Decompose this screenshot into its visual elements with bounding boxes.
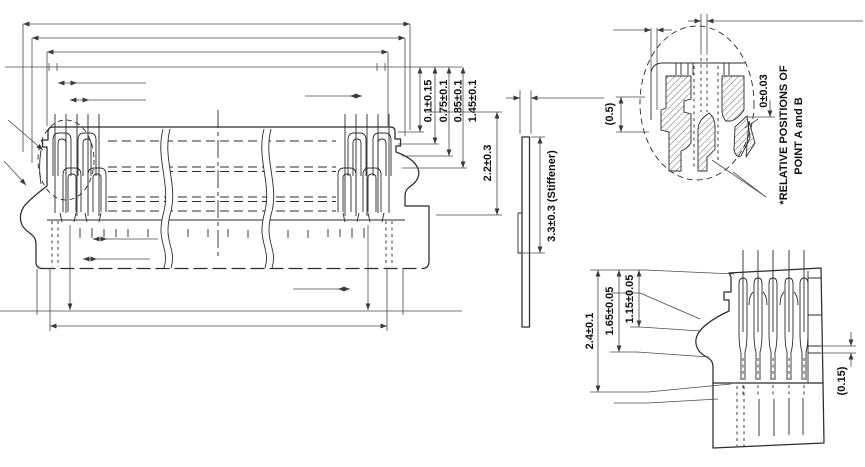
dim-label-stack-3: 0.85±0.1 bbox=[453, 80, 465, 123]
main-cross-section-view: 0.1±0.15 0.75±0.1 0.85±0.1 1.45±0.1 2.2±… bbox=[0, 21, 502, 331]
contact-section-right-upper bbox=[721, 75, 745, 122]
dim-label-zero: 0±0.03 bbox=[758, 74, 770, 108]
magnified-detail-view: (0.5) 0±0.03 *RELATIVE POSITIONS OF POIN… bbox=[604, 14, 863, 205]
dim-label-end-overall: 2.4±0.1 bbox=[584, 313, 596, 350]
main-top-dimensions bbox=[5, 21, 462, 163]
stiffener-side-view: 3.3±0.3 (Stiffener) bbox=[506, 90, 604, 328]
base-interior-left bbox=[51, 221, 117, 267]
contact-group-right bbox=[337, 113, 392, 223]
detail-boundary-ellipse bbox=[639, 25, 755, 181]
base-interior-right bbox=[327, 220, 393, 268]
main-bottom-dimensions bbox=[0, 225, 462, 331]
dim-label-stack-1: 0.1±0.15 bbox=[423, 80, 435, 123]
dim-label-end-gap: (0.15) bbox=[836, 366, 848, 395]
dim-label-end-inner: 1.15±0.05 bbox=[624, 275, 636, 324]
detail-note-line-2: POINT A and B bbox=[793, 97, 805, 174]
contact-section-sliver bbox=[745, 120, 756, 158]
dim-label-end-mid: 1.65±0.05 bbox=[604, 287, 616, 336]
main-stack-dimensions: 0.1±0.15 0.75±0.1 0.85±0.1 1.45±0.1 bbox=[398, 67, 479, 169]
dim-label-stack-2: 0.75±0.1 bbox=[438, 80, 450, 123]
detail-callout-ellipse bbox=[37, 119, 95, 201]
detail-note-line-1: *RELATIVE POSITIONS OF bbox=[778, 65, 790, 204]
dim-label-offset: (0.5) bbox=[604, 102, 616, 125]
dim-label-stiffener: 3.3±0.3 (Stiffener) bbox=[546, 150, 558, 242]
contact-group-left bbox=[52, 114, 107, 223]
main-height-dimension: 2.2±0.3 bbox=[425, 111, 502, 216]
end-enlarged-view: 2.4±0.1 1.65±0.05 1.15±0.05 (0.15) bbox=[584, 250, 856, 449]
dim-label-height: 2.2±0.3 bbox=[482, 145, 494, 182]
contact-section-middle bbox=[697, 112, 716, 172]
dim-label-stack-4: 1.45±0.1 bbox=[467, 80, 479, 123]
contact-section-left bbox=[660, 75, 692, 172]
